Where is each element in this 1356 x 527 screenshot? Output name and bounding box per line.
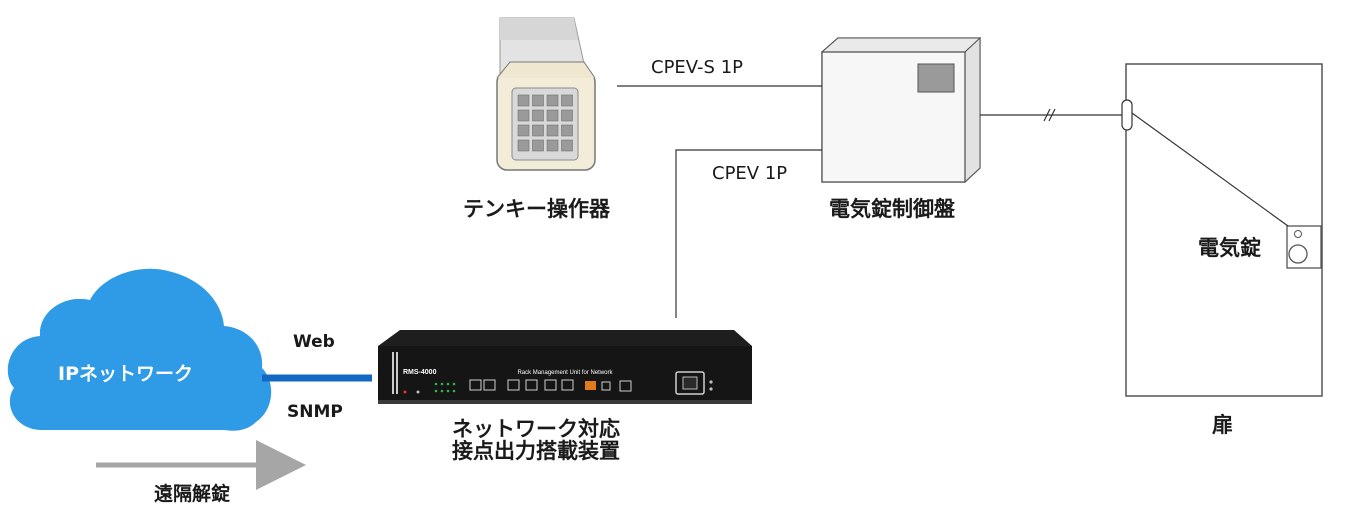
rack-device-icon: RMS-4000 Rack Management Unit for Networ… (378, 330, 752, 404)
link-label-web: Web (293, 332, 335, 352)
remote-unlock-label: 遠隔解錠 (154, 483, 231, 505)
keypad-key (546, 109, 559, 122)
keypad-key (532, 94, 544, 107)
link-label-snmp: SNMP (287, 402, 343, 422)
wiring (617, 85, 1289, 318)
keypad-key (517, 94, 530, 107)
keypad-key (532, 124, 544, 137)
keypad-icon (496, 17, 596, 171)
device-cable-label: CPEV 1P (712, 163, 788, 184)
keypad-key (517, 109, 530, 122)
device-panel-title: Rack Management Unit for Network (517, 370, 613, 376)
keypad-key (546, 139, 559, 152)
device-label-line2: 接点出力搭載装置 (452, 439, 620, 463)
keypad-key (561, 109, 573, 122)
keypad-key (561, 124, 573, 137)
lock-label: 電気錠 (1198, 236, 1261, 260)
keypad-label: テンキー操作器 (463, 197, 610, 221)
keypad-key (517, 139, 530, 152)
device-label-line1: ネットワーク対応 (452, 417, 620, 441)
keypad-keys (517, 94, 573, 152)
door-label: 扉 (1212, 413, 1233, 437)
keypad-key (561, 94, 573, 107)
keypad-key (546, 94, 559, 107)
cloud-label: IPネットワーク (58, 363, 193, 385)
control-panel-icon (820, 36, 982, 184)
keypad-key (517, 124, 530, 137)
keypad-key (561, 139, 573, 152)
controller-label: 電気錠制御盤 (829, 197, 955, 221)
electric-lock-icon (1286, 225, 1322, 269)
cloud-icon (7, 268, 272, 431)
keypad-key (532, 139, 544, 152)
device-model-text: RMS-4000 (403, 369, 437, 376)
keypad-key (546, 124, 559, 137)
keypad-cable-label: CPEV-S 1P (651, 57, 744, 78)
cable-grommet-icon (1121, 99, 1133, 131)
keypad-key (532, 109, 544, 122)
